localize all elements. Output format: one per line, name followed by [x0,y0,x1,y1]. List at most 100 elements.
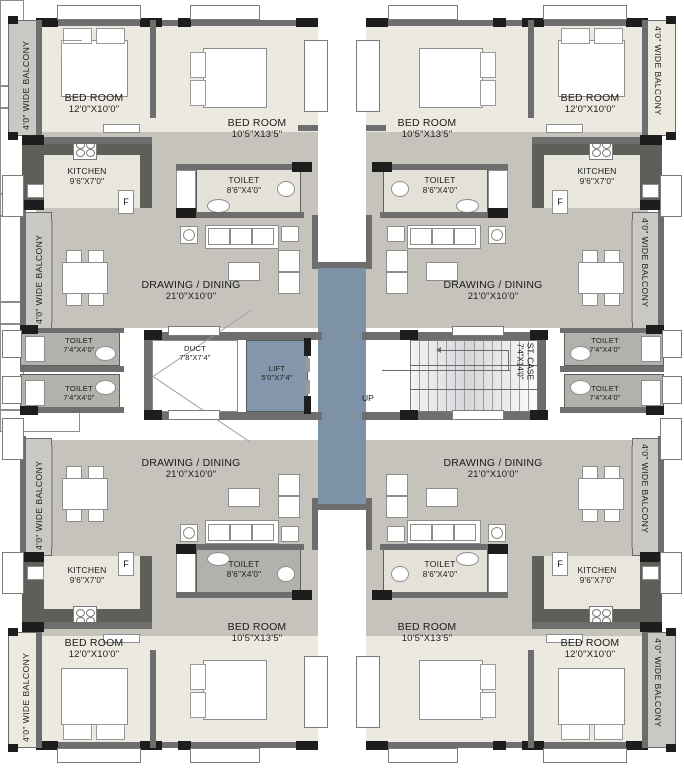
sofa-cushion-tl-1 [208,228,230,245]
washbasin-br [456,552,479,566]
sidetable-tl-a [103,124,140,133]
wc-br [391,566,409,582]
lift-door-jamb-bot [304,396,311,414]
wc-bl [277,566,295,582]
window-top-3 [388,5,458,20]
wall-core-toilet-tr-t [560,328,664,333]
window-right-3 [662,376,682,404]
window-right-4 [660,418,682,460]
balcony-bl-mid [22,438,52,556]
wall-part-br-v [528,650,534,748]
coffee-table-tr [426,262,458,281]
col-bl-1 [36,741,58,750]
armchair-tl-2 [278,272,300,294]
sofa-cushion-bl-2 [230,524,252,541]
col-core-tr-1 [646,325,664,334]
col-tl-3 [178,18,191,27]
sink-br [642,566,659,580]
balcony-col-tr-1 [666,16,676,24]
core-wall-right [362,332,546,340]
balcony-col-br-1 [666,628,676,636]
window-bot-2 [190,748,260,763]
dining-chair-bl-3 [66,509,82,522]
col-tl-1 [36,18,58,27]
fridge-marker-tr: F [552,190,568,214]
balcony-tl-mid [22,212,52,330]
armchair-tr-2 [386,272,408,294]
lift-door-jamb-top [304,338,311,356]
pillow-tl-b1 [190,52,206,78]
balcony-br-mid [632,438,662,556]
bed-tr-b [419,48,483,108]
col-core-stair-3 [530,330,548,340]
wall-living-br-l [366,498,372,550]
armchair-tr-1 [386,250,408,272]
sofa-cushion-tr-3 [454,228,476,245]
wc-core-tr2 [570,380,591,395]
window-left-2 [2,330,22,358]
col-kitchen-br-1 [640,622,662,632]
col-core-tl-2 [20,406,38,415]
balcony-rail-tr-mid [631,220,633,322]
wall-right-bot [642,630,648,748]
burner-tr-3 [592,149,601,157]
stair-turn-line [508,350,509,371]
wall-right-mid2 [658,436,664,558]
tv-unit-br [387,526,405,542]
col-core-duct-1 [144,330,162,340]
plant-tl [183,229,195,241]
wall-toilet-tr-top [380,164,508,170]
wall-toilet-br-bot [380,592,508,598]
window-bedroom-tr-b [356,40,380,112]
wall-bot-bl [36,742,318,748]
window-duct-bot [168,410,220,420]
sofa-cushion-bl-1 [208,524,230,541]
wall-corridor-bot [312,504,372,510]
pillow-tl-b2 [190,80,206,106]
wall-living-tl-r [312,215,318,269]
bed-bl-a [61,668,128,725]
col-tr-1 [366,18,388,27]
window-left-1 [2,175,24,217]
col-toilet-br-2 [372,590,392,600]
dining-chair-tr-4 [604,293,620,306]
fridge-marker-tl: F [118,190,134,214]
coffee-table-br [426,488,458,507]
dining-chair-bl-2 [88,466,104,479]
wall-right-top [642,20,648,138]
wall-living-bl-r [312,498,318,550]
armchair-bl-2 [278,496,300,518]
pillow-br-b2 [480,692,496,718]
window-bedroom-br-b [356,656,380,728]
sofa-cushion-tr-2 [432,228,454,245]
sofa-cushion-tr-1 [410,228,432,245]
dining-chair-bl-4 [88,509,104,522]
balcony-br-bot [644,632,676,748]
balcony-rail-tl-mid [51,220,53,322]
tv-unit-tr [387,226,405,242]
plant-br [491,527,503,539]
dining-chair-br-3 [582,509,598,522]
washbasin-tl [207,199,230,213]
wall-corridor-top [312,262,372,268]
balcony-tr-top [644,20,676,136]
wall-living-tr-l [366,215,372,269]
dining-chair-br-1 [582,466,598,479]
wall-core-toilet-tl-t [20,328,124,333]
col-kitchen-bl-2 [22,552,44,562]
pillow-br-b1 [480,664,496,690]
bed-br-a [558,668,625,725]
col-toilet-tr-2 [372,162,392,172]
col-core-stair-2 [400,410,418,420]
washbasin-bl [207,552,230,566]
window-right-5 [660,552,682,594]
bed-fold-tl-a [61,40,82,61]
window-left-3 [2,376,22,404]
dining-table-tr [578,262,624,294]
tv-unit-bl [281,526,299,542]
core-wall-left [144,332,322,340]
dining-table-bl [62,478,108,510]
wall-toilet-br-top [380,544,508,550]
window-top-1 [57,5,141,20]
balcony-col-br-2 [666,744,676,752]
